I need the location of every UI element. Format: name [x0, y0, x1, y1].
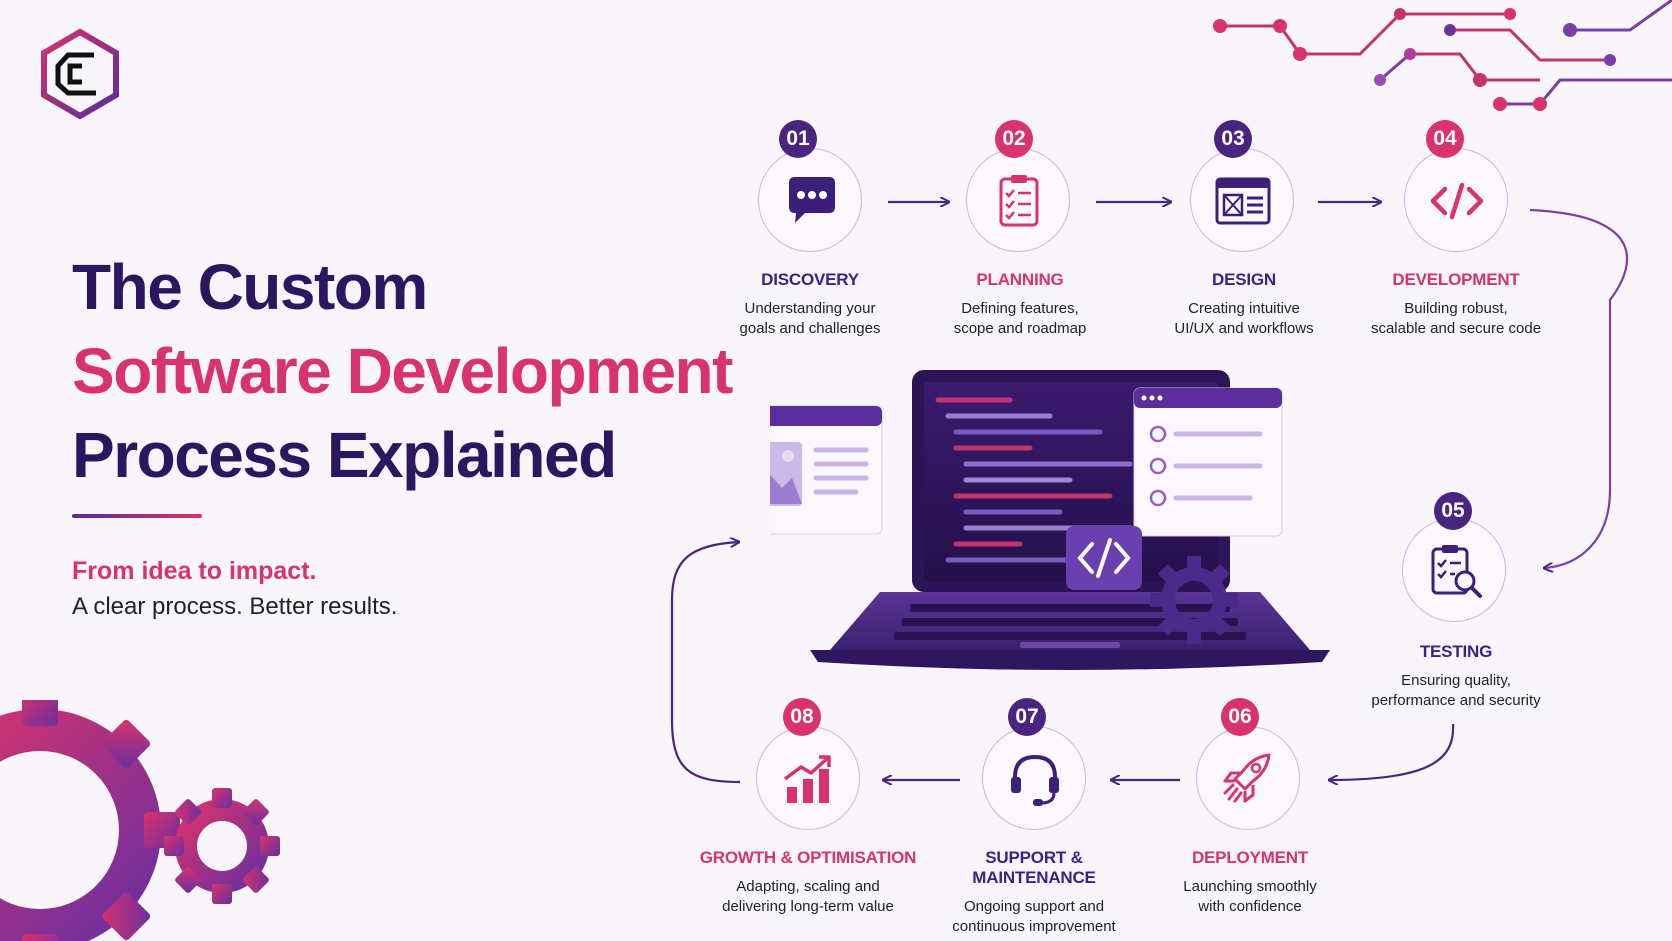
page-title: The Custom Software Development Process …	[72, 245, 733, 497]
step-03-circle	[1190, 148, 1294, 252]
step-07: SUPPORT & MAINTENANCE Ongoing support an…	[924, 848, 1144, 937]
tagline-secondary: A clear process. Better results.	[72, 593, 398, 620]
chat-bubble-icon	[789, 177, 835, 223]
step-05-desc: Ensuring quality,performance and securit…	[1371, 672, 1541, 709]
circuit-decoration	[1213, 0, 1672, 111]
title-divider	[72, 514, 202, 518]
step-08-title: GROWTH & OPTIMISATION	[699, 848, 917, 867]
step-08-circle	[756, 726, 860, 830]
title-line-3: Process Explained	[72, 419, 617, 491]
step-03-title: DESIGN	[1212, 270, 1276, 289]
title-line-1: The Custom	[72, 251, 428, 323]
step-06-title: DEPLOYMENT	[1191, 848, 1309, 867]
step-06-circle	[1196, 726, 1300, 830]
step-02: PLANNING Defining features,scope and roa…	[910, 270, 1130, 339]
step-04-badge: 04	[1426, 120, 1464, 158]
code-icon	[1430, 182, 1484, 220]
step-04-circle	[1404, 148, 1508, 252]
step-07-title: SUPPORT & MAINTENANCE	[972, 848, 1096, 887]
clipboard-search-icon	[1431, 545, 1482, 598]
wireframe-icon	[1215, 177, 1271, 225]
step-04-desc: Building robust,scalable and secure code	[1370, 300, 1542, 337]
growth-chart-icon	[783, 755, 831, 803]
step-07-badge: 07	[1008, 698, 1046, 736]
arrow-04-05	[1529, 208, 1629, 568]
step-02-desc: Defining features,scope and roadmap	[953, 300, 1087, 337]
rocket-icon	[1223, 753, 1271, 803]
step-05-circle	[1402, 518, 1506, 622]
step-07-circle	[982, 726, 1086, 830]
step-02-circle	[966, 148, 1070, 252]
step-08: GROWTH & OPTIMISATION Adapting, scaling …	[698, 848, 918, 917]
step-03-badge: 03	[1214, 120, 1252, 158]
gears-decoration-icon	[0, 700, 280, 941]
step-01-badge: 01	[779, 120, 817, 158]
step-01-title: DISCOVERY	[761, 270, 859, 289]
step-05-badge: 05	[1434, 492, 1472, 530]
step-05-title: TESTING	[1419, 642, 1493, 661]
clipboard-checklist-icon	[999, 175, 1039, 227]
tagline-primary: From idea to impact.	[72, 557, 317, 585]
step-08-badge: 08	[783, 698, 821, 736]
step-04-title: DEVELOPMENT	[1392, 270, 1520, 289]
step-01-circle	[758, 148, 862, 252]
step-05: TESTING Ensuring quality,performance and…	[1346, 642, 1566, 711]
title-line-2: Software Development	[72, 335, 733, 407]
laptop-illustration	[770, 370, 1330, 670]
brand-logo-icon	[41, 28, 119, 120]
headset-icon	[1011, 754, 1059, 806]
step-04: DEVELOPMENT Building robust,scalable and…	[1346, 270, 1566, 339]
step-02-title: PLANNING	[976, 270, 1064, 289]
arrow-08-loop	[670, 542, 740, 784]
step-02-badge: 02	[995, 120, 1033, 158]
step-06-badge: 06	[1221, 698, 1259, 736]
arrow-05-06	[1330, 723, 1455, 780]
